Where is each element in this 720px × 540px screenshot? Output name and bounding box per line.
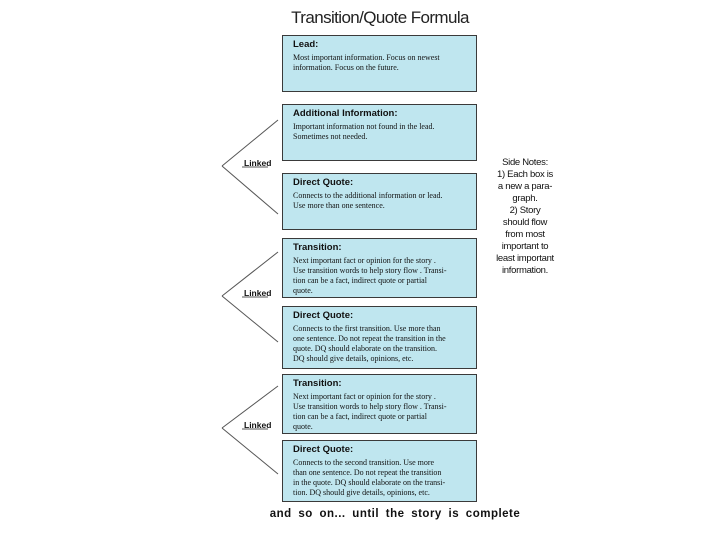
bracket-1-lower-line — [221, 165, 279, 215]
transition-box-1-text: Next important fact or opinion for the s… — [293, 256, 447, 295]
linked-label-3: Linked — [244, 420, 272, 430]
direct-quote-box-1-text: Connects to the additional information o… — [293, 191, 443, 210]
lead-box-title: Lead: — [293, 39, 319, 50]
direct-quote-box-2-title: Direct Quote: — [293, 310, 354, 321]
diagram-title: Transition/Quote Formula — [291, 8, 469, 27]
direct-quote-box-2-text: Connects to the first transition. Use mo… — [293, 324, 446, 363]
additional-information-box: Additional Information: Important inform… — [282, 104, 477, 161]
bracket-1-upper-line — [221, 119, 279, 167]
transition-box-2: Transition: Next important fact or opini… — [282, 374, 477, 434]
direct-quote-box-2: Direct Quote: Connects to the first tran… — [282, 306, 477, 369]
transition-box-2-text: Next important fact or opinion for the s… — [293, 392, 447, 431]
bracket-3 — [221, 385, 279, 475]
linked-label-1: Linked — [244, 158, 272, 168]
bracket-2-upper-line — [221, 251, 279, 297]
bracket-2-lower-line — [221, 295, 279, 343]
direct-quote-box-1: Direct Quote: Connects to the additional… — [282, 173, 477, 230]
transition-box-1: Transition: Next important fact or opini… — [282, 238, 477, 298]
footer-caption: and so on... until the story is complete — [269, 508, 521, 520]
lead-box-text: Most important information. Focus on new… — [293, 53, 440, 72]
bracket-2 — [221, 251, 279, 343]
direct-quote-box-3: Direct Quote: Connects to the second tra… — [282, 440, 477, 502]
transition-box-2-title: Transition: — [293, 378, 342, 389]
direct-quote-box-3-text: Connects to the second transition. Use m… — [293, 458, 446, 497]
linked-label-2: Linked — [244, 288, 272, 298]
transition-box-1-title: Transition: — [293, 242, 342, 253]
additional-information-box-title: Additional Information: — [293, 108, 398, 119]
additional-information-box-text: Important information not found in the l… — [293, 122, 435, 141]
direct-quote-box-1-title: Direct Quote: — [293, 177, 354, 188]
direct-quote-box-3-title: Direct Quote: — [293, 444, 354, 455]
side-notes: Side Notes: 1) Each box is a new a para-… — [496, 157, 554, 276]
bracket-1 — [221, 119, 279, 215]
bracket-3-upper-line — [221, 385, 279, 429]
bracket-3-lower-line — [221, 427, 279, 475]
lead-box: Lead: Most important information. Focus … — [282, 35, 477, 92]
